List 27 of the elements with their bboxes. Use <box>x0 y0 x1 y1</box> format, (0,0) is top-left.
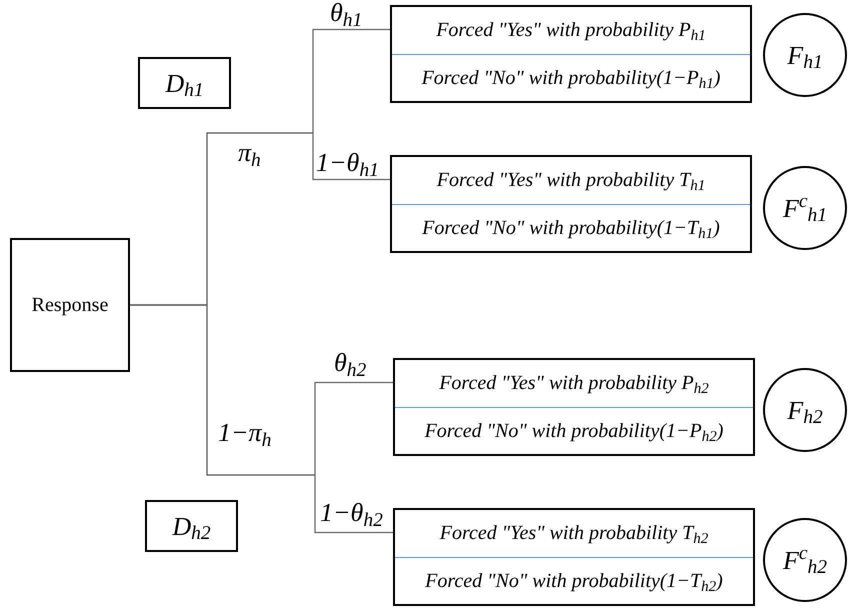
math-label: F$_{h2}$ <box>787 394 823 430</box>
label-box <box>138 57 231 109</box>
outcome-text: Forced "No" with probability(1−P$_{h1}$) <box>422 66 720 93</box>
branch-probability: π$_{h}$ <box>238 140 261 166</box>
outcome-box <box>393 508 755 606</box>
branch-probability: 1−π$_{h}$ <box>218 420 272 446</box>
branch-probability: θ$_{h2}$ <box>334 350 366 376</box>
label-box <box>10 238 130 372</box>
outcome-text: Forced "Yes" with probability P$_{h1}$ <box>436 18 706 46</box>
math-label: D$_{h1}$ <box>165 68 204 102</box>
outcome-text: Forced "Yes" with probability P$_{h2}$ <box>439 371 709 398</box>
label-box <box>145 500 238 552</box>
outcome-box <box>393 358 755 456</box>
outcome-text: Forced "Yes" with probability T$_{h1}$ <box>436 168 706 196</box>
math-label: D$_{h2}$ <box>172 510 211 546</box>
branch-probability: 1−θ$_{h2}$ <box>320 500 383 526</box>
outcome-text: Forced "No" with probability(1−P$_{h2}$) <box>424 418 724 446</box>
outcome-box <box>390 155 752 253</box>
math-label: F$_{h1}$ <box>787 40 823 74</box>
branch-probability: θ$_{h1}$ <box>330 0 362 26</box>
outcome-box <box>390 5 752 103</box>
connector-line <box>130 304 393 534</box>
outcome-text: Forced "No" with probability(1−T$_{h1}$) <box>422 216 720 243</box>
branch-probability: 1−θ$_{h1}$ <box>316 150 379 176</box>
outcome-text: Forced "No" with probability(1−T$_{h2}$) <box>425 568 723 596</box>
outcome-text: Forced "Yes" with probability T$_{h2}$ <box>440 521 708 548</box>
node-label: Response <box>32 293 108 318</box>
